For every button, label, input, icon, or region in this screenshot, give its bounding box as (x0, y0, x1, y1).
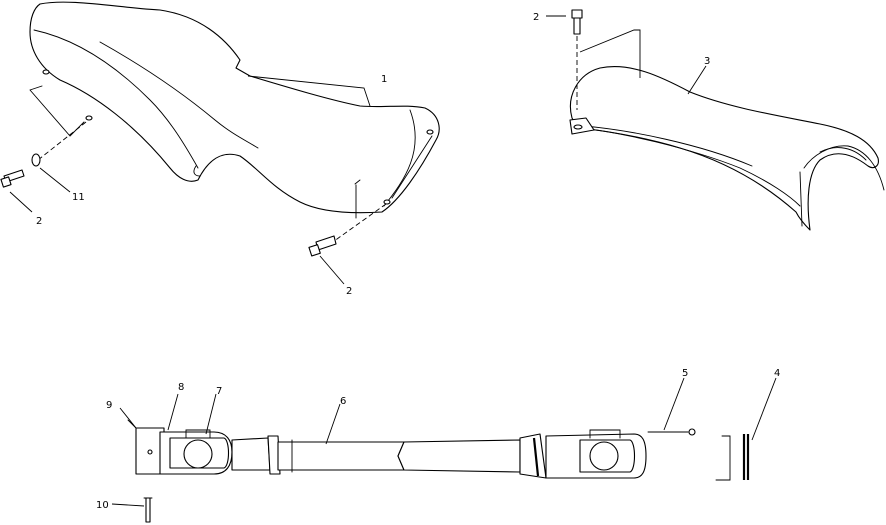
leader-5 (663, 377, 685, 431)
pin-10 (143, 497, 153, 523)
leader-1 (247, 75, 371, 107)
screw-2-bottom (308, 203, 387, 257)
leader-2-left (9, 191, 33, 213)
callout-9: 9 (106, 400, 112, 411)
leader-8 (167, 393, 179, 431)
leader-4 (751, 377, 777, 441)
leader-11 (39, 167, 71, 193)
callout-2-left: 2 (36, 216, 42, 227)
leader-9 (119, 407, 137, 429)
leader-3 (687, 65, 707, 95)
callout-11: 11 (72, 192, 85, 203)
callout-2-bottom: 2 (346, 286, 352, 297)
callout-10: 10 (96, 500, 109, 511)
u-joint-right (519, 429, 647, 479)
leader-10 (111, 503, 145, 507)
callout-4: 4 (774, 368, 780, 379)
shaft-6 (231, 435, 521, 475)
u-joint-left (159, 429, 233, 475)
callout-8: 8 (178, 382, 184, 393)
seal-4 (715, 434, 750, 481)
callout-3: 3 (704, 56, 710, 67)
shroud-panel (29, 1, 440, 219)
callout-1: 1 (381, 74, 387, 85)
screw-washer-left (0, 85, 87, 188)
fitting-5 (647, 428, 696, 436)
yoke-9 (127, 419, 165, 475)
seat (569, 66, 885, 231)
callout-5: 5 (682, 368, 688, 379)
washer-11 (31, 153, 41, 167)
leader-2-bottom (319, 255, 345, 285)
leader-7 (205, 393, 217, 435)
callout-6: 6 (340, 396, 346, 407)
leader-6 (325, 403, 341, 445)
callout-2-upper-right: 2 (533, 12, 539, 23)
seat-frame-line (579, 29, 641, 78)
bearing-cap-7 (183, 439, 213, 469)
bearing-cap-right (589, 441, 619, 471)
callout-7: 7 (216, 386, 222, 397)
screw-2-upper-right (546, 9, 641, 110)
